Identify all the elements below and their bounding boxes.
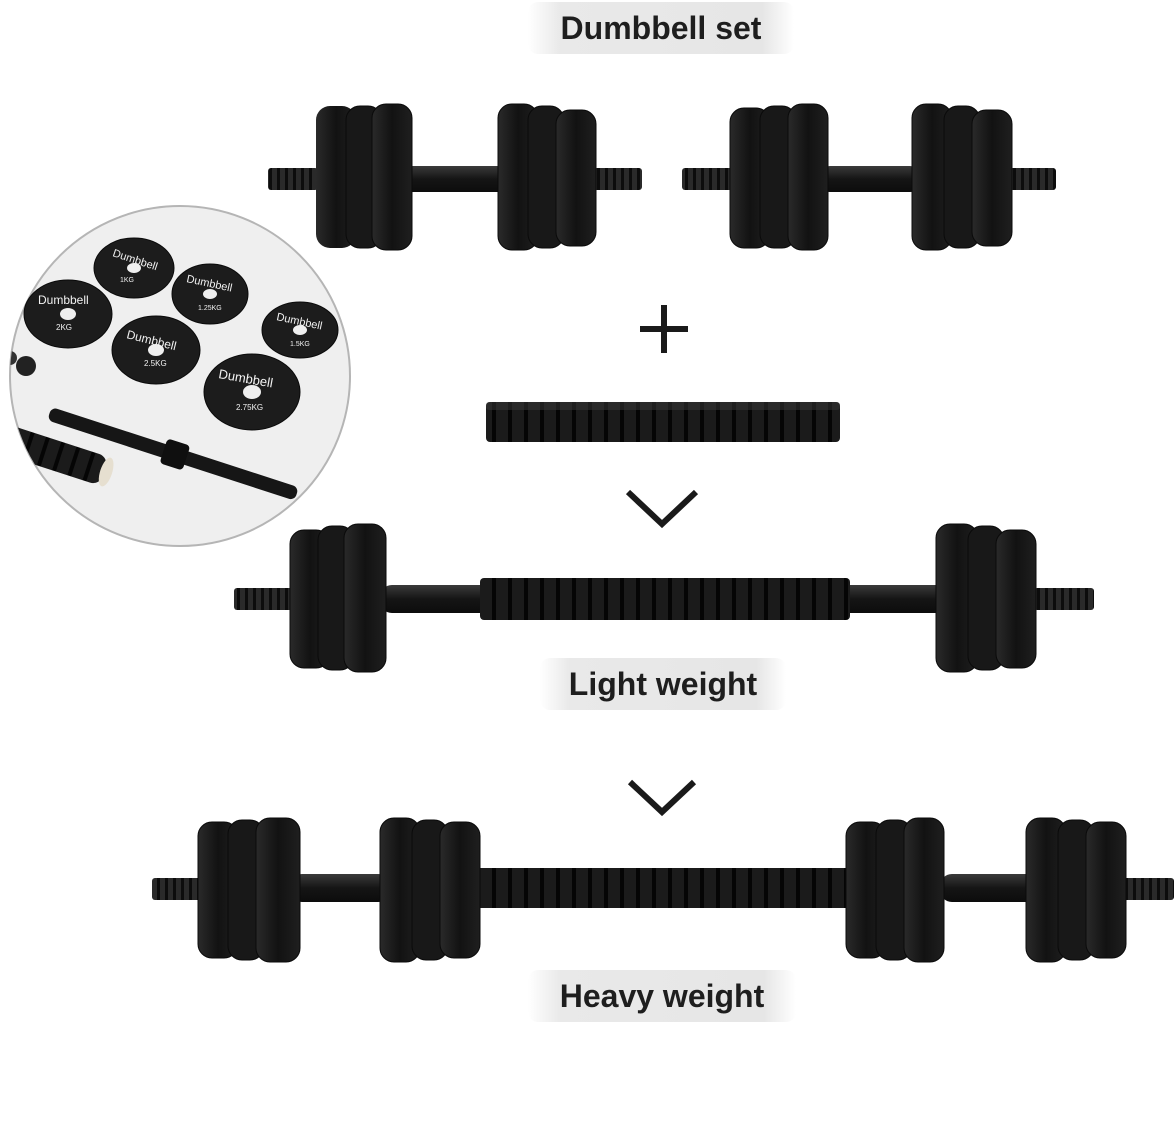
plate-1-5kg: Dumbbell 1.5KG <box>261 301 339 359</box>
svg-text:1.25KG: 1.25KG <box>198 305 222 312</box>
dumbbell-left <box>268 103 642 251</box>
svg-text:1.5KG: 1.5KG <box>290 341 310 348</box>
plate-1-25kg: Dumbbell 1.25KG <box>171 263 249 325</box>
plate-2kg: Dumbbell 2KG <box>23 279 113 349</box>
connector-bar <box>486 402 840 442</box>
svg-text:2.75KG: 2.75KG <box>236 403 263 412</box>
plus-icon <box>640 305 688 353</box>
svg-text:Dumbbell: Dumbbell <box>38 293 89 307</box>
chevron-down-icon <box>627 779 697 817</box>
light-weight-label: Light weight <box>540 658 786 710</box>
svg-text:2KG: 2KG <box>56 323 72 332</box>
heavy-weight-label: Heavy weight <box>528 970 796 1022</box>
dumbbell-right <box>682 103 1056 251</box>
plate-2-5kg: Dumbbell 2.5KG <box>111 315 201 385</box>
svg-text:1KG: 1KG <box>120 277 134 284</box>
plate-1kg: Dumbbell 1KG <box>93 237 175 299</box>
chevron-down-icon <box>625 489 699 529</box>
barbell-light <box>234 523 1094 673</box>
barbell-heavy <box>152 817 1174 963</box>
plate-2-75kg: Dumbbell 2.75KG <box>203 353 301 431</box>
svg-text:2.5KG: 2.5KG <box>144 359 167 368</box>
dumbbell-set-label: Dumbbell set <box>528 2 794 54</box>
